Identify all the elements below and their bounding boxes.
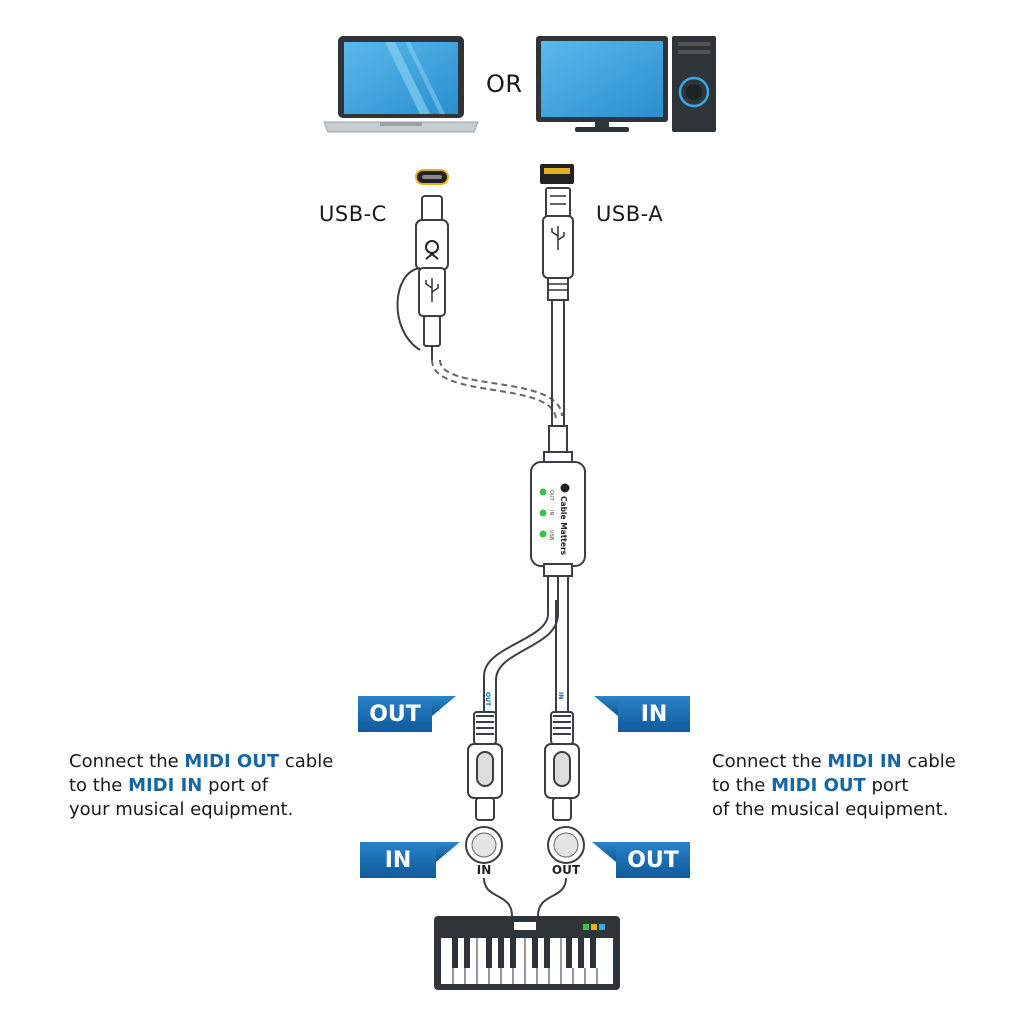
note-left-1hl: MIDI OUT [184, 751, 280, 772]
note-left-1a: Connect the [69, 751, 185, 772]
usb-a-port-icon [540, 164, 574, 184]
led-out [539, 488, 547, 496]
port-wires [483, 877, 567, 917]
midi-port-in [465, 826, 503, 864]
note-right: Connect the MIDI IN cable to the MIDI OU… [712, 750, 956, 822]
usb-c-dashed-cable [431, 359, 557, 421]
usb-trident-icon [425, 278, 439, 302]
usb-c-port-icon [415, 169, 449, 185]
note-right-1a: Connect the [712, 751, 828, 772]
brand-logo-icon [560, 483, 570, 493]
note-left: Connect the MIDI OUT cable to the MIDI I… [69, 750, 333, 822]
tag-out-cable: OUT [358, 696, 432, 732]
port-label-out: OUT [552, 863, 581, 877]
midi-interface-box [530, 451, 586, 577]
note-left-2hl: MIDI IN [128, 775, 203, 796]
port-label-in: IN [477, 863, 492, 877]
led-label-usb: USB [548, 530, 554, 541]
note-left-3: your musical equipment. [69, 799, 294, 820]
tag-in-cable: IN [618, 696, 690, 732]
note-right-2b: port [865, 775, 909, 796]
led-usb [539, 530, 547, 538]
midi-plug-in [544, 711, 580, 821]
note-right-2a: to the [712, 775, 772, 796]
note-left-2a: to the [69, 775, 129, 796]
note-right-2hl: MIDI OUT [771, 775, 866, 796]
note-left-1b: cable [279, 751, 334, 772]
split-cables [483, 576, 569, 714]
midi-keyboard-icon [434, 916, 620, 990]
note-right-3: of the musical equipment. [712, 799, 949, 820]
laptop-icon [323, 36, 479, 133]
usb-c-adapter-logo [425, 240, 439, 260]
brand-text: Cable Matters [559, 496, 568, 556]
note-left-2b: port of [202, 775, 269, 796]
led-label-out: OUT [548, 490, 554, 502]
note-right-1hl: MIDI IN [827, 751, 902, 772]
usb-c-adapter [396, 195, 449, 360]
cable-label-in: IN [557, 692, 564, 699]
usb-a-label: USB-A [596, 202, 664, 226]
midi-port-out [547, 826, 585, 864]
desktop-computer-icon [536, 36, 716, 132]
tag-out-port: OUT [616, 842, 690, 878]
usb-c-label: USB-C [319, 202, 387, 226]
tag-in-port: IN [360, 842, 436, 878]
cable-label-out: OUT [484, 692, 491, 707]
led-in [539, 509, 547, 517]
led-label-in: IN [548, 510, 554, 515]
or-label: OR [486, 70, 523, 98]
note-right-1b: cable [901, 751, 956, 772]
midi-plug-out [467, 711, 503, 821]
